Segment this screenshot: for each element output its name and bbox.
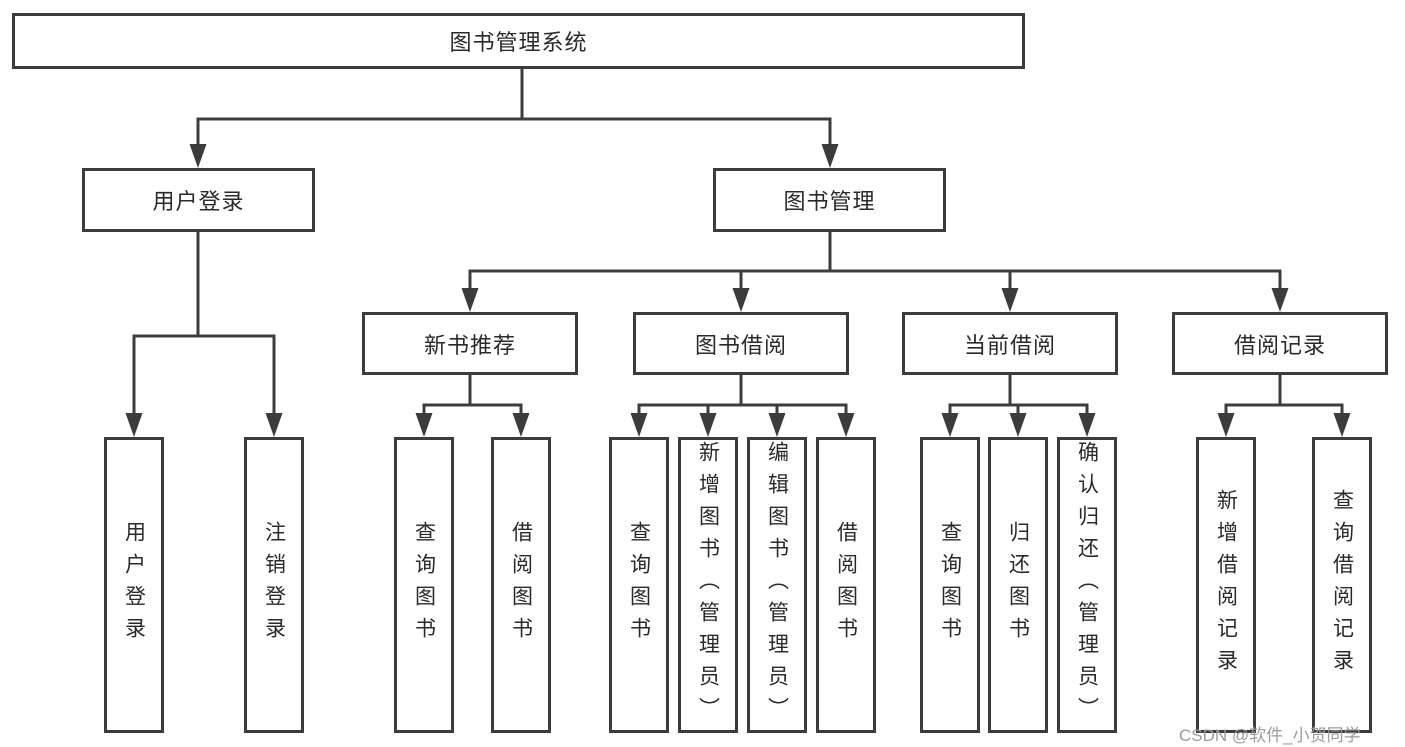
arrowhead-icon — [415, 413, 433, 437]
arrowhead-icon — [1271, 288, 1289, 312]
arrowhead-icon — [768, 413, 786, 437]
leaf-rec-add-record: 新增借阅记录 — [1196, 437, 1256, 733]
leaf-bb-query-books: 查询图书 — [609, 437, 669, 733]
arrowhead-icon — [1217, 413, 1235, 437]
leaf-nb-borrow-books: 借阅图书 — [491, 437, 551, 733]
leaf-rec-query-record: 查询借阅记录 — [1312, 437, 1372, 733]
leaf-cb-query-books: 查询图书 — [920, 437, 980, 733]
arrowhead-icon — [1078, 413, 1096, 437]
node-root-system: 图书管理系统 — [12, 13, 1025, 69]
arrowhead-icon — [837, 413, 855, 437]
connector-book-mgmt-to-level3 — [461, 232, 1289, 312]
arrowhead-icon — [512, 413, 530, 437]
arrowhead-icon — [732, 288, 750, 312]
node-book-management: 图书管理 — [713, 168, 946, 232]
node-current-borrow: 当前借阅 — [902, 312, 1118, 375]
arrowhead-icon — [1009, 413, 1027, 437]
leaf-logout-login: 注销登录 — [244, 437, 304, 733]
arrowhead-icon — [699, 413, 717, 437]
leaf-cb-confirm-return-admin: 确认归还（管理员） — [1057, 437, 1117, 733]
connector-root-to-level2 — [189, 69, 839, 168]
arrowhead-icon — [461, 288, 479, 312]
leaf-bb-borrow-books: 借阅图书 — [816, 437, 876, 733]
arrowhead-icon — [630, 413, 648, 437]
leaf-user-login: 用户登录 — [104, 437, 164, 733]
node-new-book-recommend: 新书推荐 — [362, 312, 578, 375]
connector-borrow-records-children — [1217, 375, 1351, 437]
arrowhead-icon — [821, 144, 839, 168]
arrowhead-icon — [265, 413, 283, 437]
connector-user-login-children — [125, 232, 283, 437]
connector-book-borrow-children — [630, 375, 855, 437]
node-book-borrow: 图书借阅 — [633, 312, 849, 375]
arrowhead-icon — [1333, 413, 1351, 437]
node-user-login: 用户登录 — [82, 168, 315, 232]
arrowhead-icon — [189, 144, 207, 168]
connector-new-book-children — [415, 375, 530, 437]
arrowhead-icon — [125, 413, 143, 437]
connector-current-borrow-children — [941, 375, 1096, 437]
leaf-nb-query-books: 查询图书 — [394, 437, 454, 733]
leaf-bb-edit-books-admin: 编辑图书（管理员） — [747, 437, 807, 733]
arrowhead-icon — [941, 413, 959, 437]
leaf-cb-return-books: 归还图书 — [988, 437, 1048, 733]
arrowhead-icon — [1001, 288, 1019, 312]
leaf-bb-add-books-admin: 新增图书（管理员） — [678, 437, 738, 733]
csdn-watermark: CSDN @软件_小贺同学 — [1179, 726, 1361, 745]
node-borrow-records: 借阅记录 — [1172, 312, 1388, 375]
